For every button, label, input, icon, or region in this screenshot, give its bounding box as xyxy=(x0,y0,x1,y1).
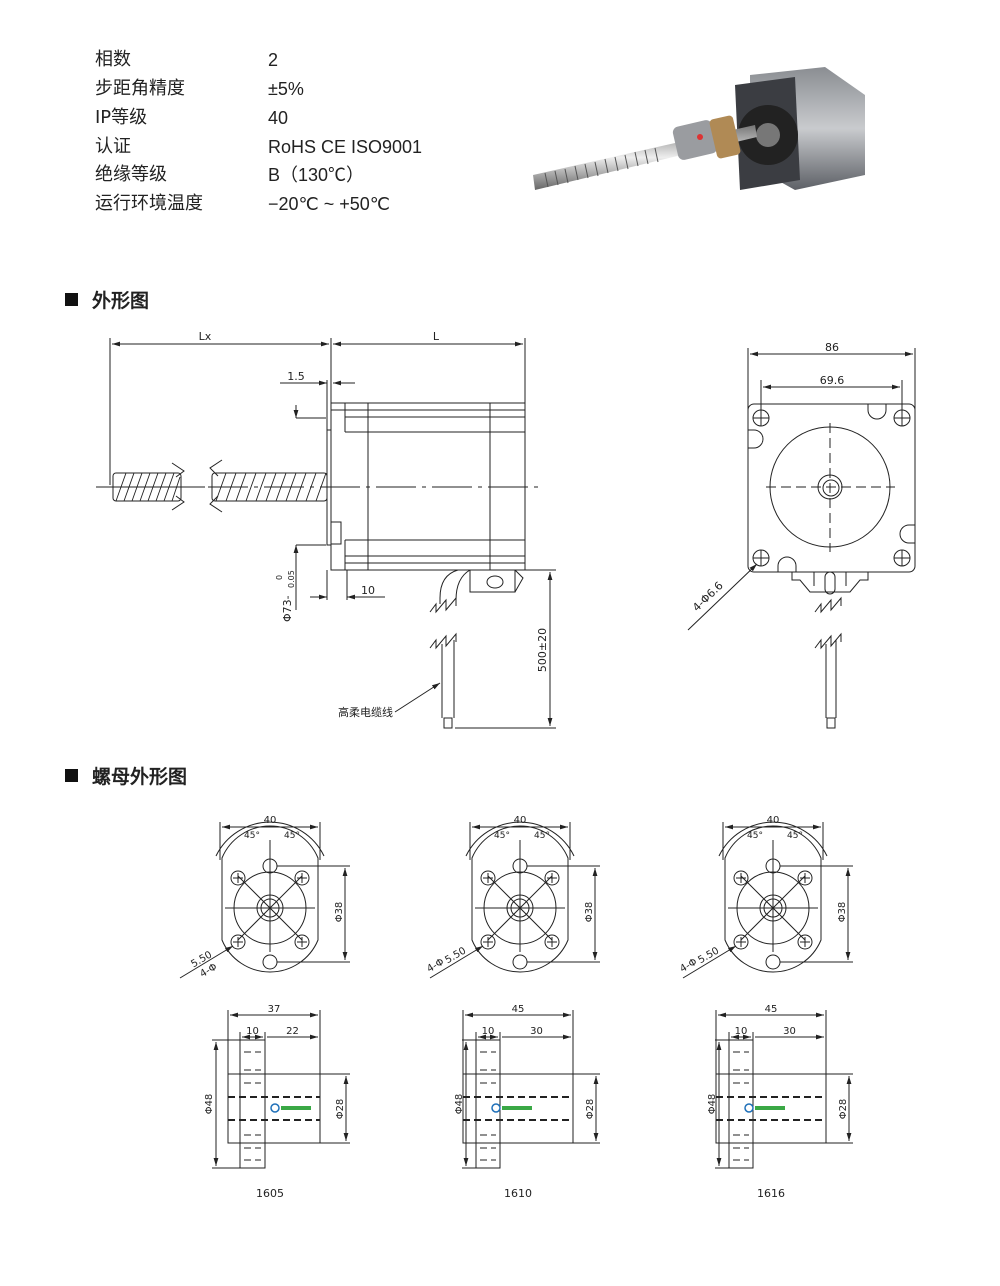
dim-pilot-depth: 10 xyxy=(361,584,375,597)
section-heading-nut-outline: 螺母外形图 xyxy=(65,762,187,789)
motor-side-view xyxy=(96,338,556,729)
brand-logo xyxy=(491,1103,532,1113)
section-title: 螺母外形图 xyxy=(92,766,188,788)
dim-bolt-circle: Φ38 xyxy=(584,902,595,923)
dim-cable-length: 500±20 xyxy=(536,628,549,672)
dim-flange-length: 10 xyxy=(735,1026,748,1037)
dim-body-diameter: Φ28 xyxy=(335,1099,346,1120)
dim-angle-right: 45° xyxy=(787,831,803,841)
spec-value: ±5% xyxy=(268,79,304,99)
dim-flange-width: 40 xyxy=(264,815,277,826)
section-heading-outline: 外形图 xyxy=(65,286,149,313)
dim-bolt-circle: Φ38 xyxy=(837,902,848,923)
bullet-square-icon xyxy=(65,293,78,306)
spec-value: 2 xyxy=(268,50,279,70)
dim-flange-thickness: 1.5 xyxy=(287,370,305,383)
dim-flange-diameter: Φ48 xyxy=(204,1094,215,1115)
spec-label: 绝缘等级 xyxy=(95,164,167,185)
dim-l: L xyxy=(433,330,440,343)
dim-hole-spacing: 69.6 xyxy=(820,374,845,387)
dim-hole-size: 5.50 xyxy=(696,946,721,967)
nut-top-view xyxy=(429,821,600,979)
dim-angle-right: 45° xyxy=(534,831,550,841)
dim-flange-diameter: Φ48 xyxy=(707,1094,718,1115)
dim-body-length: 30 xyxy=(783,1026,796,1037)
dim-bolt-circle: Φ38 xyxy=(334,902,345,923)
dim-angle-left: 45° xyxy=(244,831,260,841)
product-photo xyxy=(533,67,865,190)
nut-top-view xyxy=(682,821,853,979)
nut-side-view xyxy=(212,1010,350,1169)
dim-nut-length: 37 xyxy=(268,1004,281,1015)
nut-top-view xyxy=(179,821,350,979)
spec-label: 步距角精度 xyxy=(95,78,185,99)
dim-hole-size: 5.50 xyxy=(443,946,468,967)
dim-pilot-tol-lower: 0.05 xyxy=(287,570,296,588)
nut-model-label: 1610 xyxy=(504,1187,532,1200)
dim-flange-length: 10 xyxy=(246,1026,259,1037)
dim-nut-length: 45 xyxy=(765,1004,778,1015)
dim-hole-count: 4-Φ xyxy=(425,957,446,976)
dim-flange-width: 40 xyxy=(514,815,527,826)
bullet-square-icon xyxy=(65,769,78,782)
dim-lx: Lx xyxy=(199,330,212,343)
nut-model-label: 1605 xyxy=(256,1187,284,1200)
motor-front-view xyxy=(687,348,916,729)
dim-angle-left: 45° xyxy=(494,831,510,841)
spec-label: IP等级 xyxy=(95,107,148,128)
spec-value: B（130℃） xyxy=(268,165,365,185)
spec-label: 运行环境温度 xyxy=(95,193,203,214)
cable-label: 高柔电缆线 xyxy=(338,705,393,719)
dim-mount-holes: 4-Φ6.6 xyxy=(690,579,726,614)
dim-body-length: 30 xyxy=(530,1026,543,1037)
spec-label: 认证 xyxy=(95,136,131,157)
dim-width: 86 xyxy=(825,341,839,354)
dim-body-diameter: Φ28 xyxy=(585,1099,596,1120)
dim-flange-length: 10 xyxy=(482,1026,495,1037)
spec-label: 相数 xyxy=(95,49,131,70)
dim-pilot-diameter: Φ73- xyxy=(281,595,294,622)
spec-value: RoHS CE ISO9001 xyxy=(268,137,423,157)
spec-value: 40 xyxy=(268,108,289,128)
dim-angle-left: 45° xyxy=(747,831,763,841)
dim-hole-count: 4-Φ xyxy=(678,957,699,976)
brand-logo xyxy=(270,1103,311,1113)
dim-flange-width: 40 xyxy=(767,815,780,826)
section-title: 外形图 xyxy=(92,290,150,312)
nut-side-view xyxy=(462,1010,600,1169)
nut-model-label: 1616 xyxy=(757,1187,785,1200)
brand-logo xyxy=(744,1103,785,1113)
spec-value: −20℃ ~ +50℃ xyxy=(268,194,391,214)
dim-body-length: 22 xyxy=(286,1026,299,1037)
dim-flange-diameter: Φ48 xyxy=(454,1094,465,1115)
dim-pilot-tol-upper: 0 xyxy=(275,575,284,580)
dim-body-diameter: Φ28 xyxy=(838,1099,849,1120)
dim-nut-length: 45 xyxy=(512,1004,525,1015)
nut-side-view xyxy=(715,1010,853,1169)
dim-angle-right: 45° xyxy=(284,831,300,841)
